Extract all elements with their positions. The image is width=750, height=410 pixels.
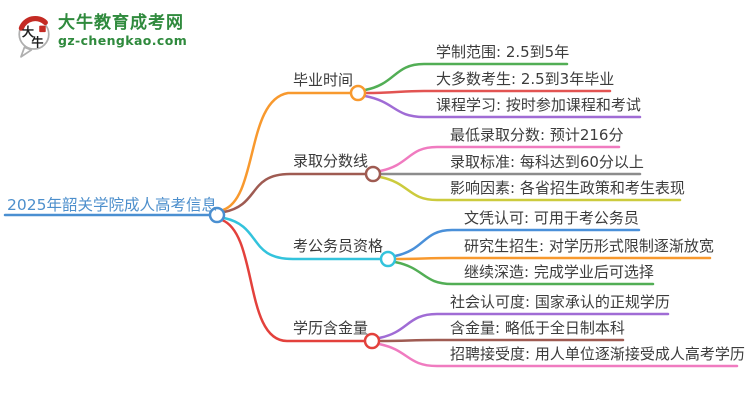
edge-b4-c2 xyxy=(377,338,625,343)
leaf-label-zhaopinjieshoudu[interactable]: 招聘接受度: 用人单位逐渐接受成人高考学历 xyxy=(450,345,745,363)
edge-b2-c3 xyxy=(378,175,682,202)
leaf-label-jixushenzao[interactable]: 继续深造: 完成学业后可选择 xyxy=(464,263,654,281)
branch-label-xuelihanjinliang[interactable]: 学历含金量 xyxy=(293,319,369,337)
leaf-label-shehuirenkedu[interactable]: 社会认可度: 国家承认的正规学历 xyxy=(450,293,670,311)
edge-central-luqufenshuxian xyxy=(222,172,368,214)
logo-title: 大牛教育成考网 xyxy=(58,13,184,33)
edge-b3-c2 xyxy=(393,256,712,261)
leaf-label-zuidiluqufenshu[interactable]: 最低录取分数: 预计216分 xyxy=(450,126,624,144)
edge-b3-c1 xyxy=(393,228,641,258)
central-node-circle[interactable] xyxy=(208,206,226,224)
edge-b1-c3 xyxy=(363,94,642,119)
edge-b1-c1 xyxy=(363,62,569,92)
leaf-label-wenpingrenke[interactable]: 文凭认可: 可用于考公务员 xyxy=(464,209,639,227)
branch-label-luqufenshuxian[interactable]: 录取分数线 xyxy=(293,152,369,170)
logo-char-niu: 牛 xyxy=(31,34,43,49)
daniu-bubble-icon: 大 牛 xyxy=(18,15,50,58)
site-logo[interactable]: 大 牛 大牛教育成考网 gz-chengkao.com xyxy=(14,14,187,58)
node-circle-biyeshijian[interactable] xyxy=(349,84,367,102)
edge-central-kaogongwuyuan xyxy=(222,216,383,261)
logo-subtitle: gz-chengkao.com xyxy=(58,33,188,48)
central-topic-label[interactable]: 2025年韶关学院成人高考信息 xyxy=(7,196,217,214)
branch-label-biyeshijian[interactable]: 毕业时间 xyxy=(293,71,354,89)
edge-b1-c2 xyxy=(363,89,612,95)
leaf-label-daduoshukaosheng[interactable]: 大多数考生: 2.5到3年毕业 xyxy=(436,70,615,88)
edge-central-xuelihanjinliang xyxy=(220,218,367,343)
node-circle-xuelihanjinliang[interactable] xyxy=(363,332,381,350)
red-seal xyxy=(39,25,46,33)
edge-central-biyeshijian xyxy=(221,91,353,212)
logo-char-da: 大 xyxy=(22,24,35,39)
leaf-label-yingxiangyinsu[interactable]: 影响因素: 各省招生政策和考生表现 xyxy=(450,179,685,197)
leaf-label-yanjiushengzhaosheng[interactable]: 研究生招生: 对学历形式限制逐渐放宽 xyxy=(464,237,714,255)
node-circle-kaogongwuyuan[interactable] xyxy=(379,250,397,268)
leaf-label-hanjinliang[interactable]: 含金量: 略低于全日制本科 xyxy=(450,319,625,337)
edge-b2-c1 xyxy=(378,145,621,173)
logo-text-block: 大牛教育成考网 gz-chengkao.com xyxy=(58,13,188,49)
leaf-label-kechengxuexi[interactable]: 课程学习: 按时参加课程和考试 xyxy=(436,96,641,114)
edge-b4-c3 xyxy=(377,342,739,368)
node-circle-luqufenshuxian[interactable] xyxy=(364,165,382,183)
leaf-label-luqubiaozhun[interactable]: 录取标准: 每科达到60分以上 xyxy=(450,153,644,171)
edge-b4-c1 xyxy=(377,312,670,340)
edge-b3-c3 xyxy=(393,260,655,286)
leaf-label-xuezhifanwei[interactable]: 学制范围: 2.5到5年 xyxy=(436,43,570,61)
branch-label-kaogongwuyuan[interactable]: 考公务员资格 xyxy=(293,237,384,255)
red-arc xyxy=(18,15,48,31)
